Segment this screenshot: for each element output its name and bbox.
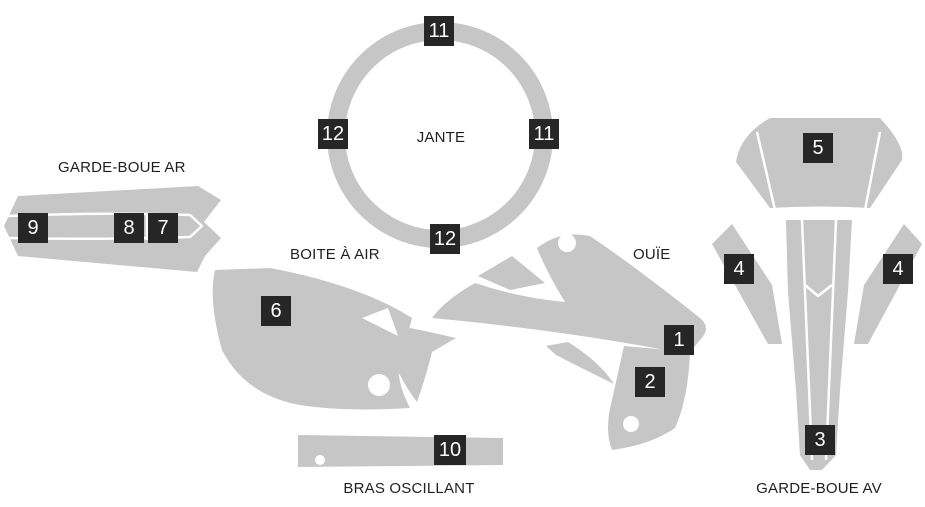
badge-swingarm-10: 10: [434, 435, 466, 465]
label-ouie: OUÏE: [633, 246, 670, 263]
badge-front-fender-3: 3: [805, 425, 835, 455]
badge-rear-fender-8: 8: [114, 213, 144, 243]
label-boite-a-air: BOITE À AIR: [290, 246, 380, 263]
airbox-hole: [368, 374, 390, 396]
front-plate-left-slit: [755, 131, 777, 211]
airbox-cutout: [362, 308, 398, 336]
front-plate-decal: [736, 118, 903, 211]
airbox-decal: [212, 268, 456, 410]
svg-text:9: 9: [27, 217, 38, 239]
badge-rim-right: 11: [529, 119, 559, 149]
front-fender-chevron: [804, 284, 833, 298]
shroud-decal: [432, 234, 706, 450]
svg-text:11: 11: [534, 123, 555, 145]
svg-text:11: 11: [429, 20, 450, 42]
badge-rear-fender-7: 7: [148, 213, 178, 243]
svg-text:7: 7: [157, 217, 168, 239]
swingarm-shape: [298, 435, 503, 467]
shroud-upper-panel: [432, 234, 706, 352]
label-bras-oscillant: BRAS OSCILLANT: [343, 480, 474, 497]
rear-fender-decal: [4, 186, 221, 272]
svg-text:8: 8: [123, 217, 134, 239]
shroud-hole: [558, 234, 576, 252]
badge-rim-top: 11: [424, 16, 454, 46]
svg-text:2: 2: [644, 371, 655, 393]
svg-text:10: 10: [439, 439, 461, 461]
badge-shroud-2: 2: [635, 367, 665, 397]
label-garde-boue-av: GARDE-BOUE AV: [756, 480, 882, 497]
swingarm-decal: [298, 435, 503, 467]
svg-text:6: 6: [270, 300, 281, 322]
shroud-slat: [546, 342, 614, 384]
badge-airbox-6: 6: [261, 296, 291, 326]
badge-rim-bottom: 12: [430, 224, 460, 254]
svg-text:3: 3: [814, 429, 825, 451]
badge-plate-5: 5: [803, 133, 833, 163]
badge-fork-right-4: 4: [883, 254, 913, 284]
front-plate-right-slit: [863, 131, 882, 211]
front-fender-decal: [786, 219, 852, 470]
front-fender-right-stripe: [824, 219, 838, 461]
front-fender-shape: [786, 220, 852, 470]
svg-text:4: 4: [733, 258, 744, 280]
badge-shroud-1: 1: [664, 325, 694, 355]
shroud-lower-hole: [623, 416, 639, 432]
svg-text:5: 5: [812, 137, 823, 159]
front-fender-left-stripe: [800, 219, 814, 461]
badge-rim-left: 12: [318, 119, 348, 149]
svg-text:1: 1: [673, 329, 684, 351]
svg-text:12: 12: [322, 123, 344, 145]
airbox-side-panel: [388, 328, 456, 402]
badge-rear-fender-9: 9: [18, 213, 48, 243]
shroud-lower-panel: [608, 346, 690, 450]
shroud-small-piece: [478, 256, 545, 290]
svg-text:4: 4: [892, 258, 903, 280]
rear-fender-shape: [4, 186, 221, 272]
label-jante: JANTE: [417, 129, 466, 146]
swingarm-hole: [315, 455, 325, 465]
svg-text:12: 12: [434, 228, 456, 250]
badge-fork-left-4: 4: [724, 254, 754, 284]
rear-fender-stripe: [7, 212, 204, 241]
label-garde-boue-ar: GARDE-BOUE AR: [58, 159, 186, 176]
